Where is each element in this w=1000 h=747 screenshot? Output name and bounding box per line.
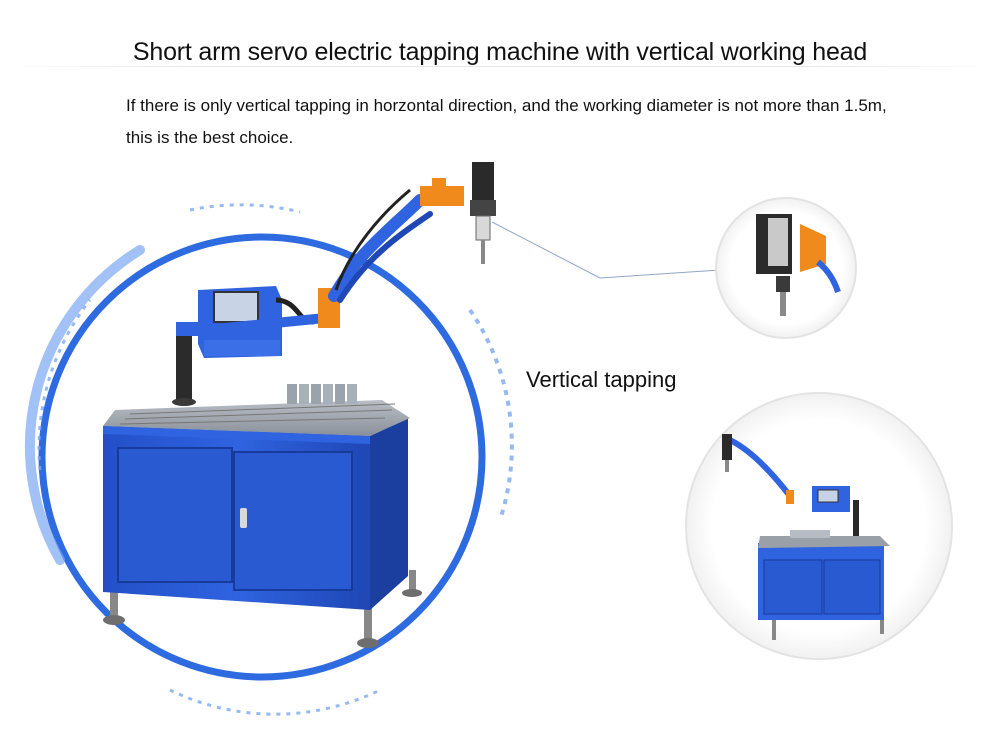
detail-circle-tapping-head: [715, 197, 857, 339]
page-title: Short arm servo electric tapping machine…: [132, 38, 868, 66]
tapping-head: [470, 162, 496, 264]
description-line-2: this is the best choice.: [126, 128, 294, 147]
description-line-1: If there is only vertical tapping in hor…: [126, 96, 887, 115]
description: If there is only vertical tapping in hor…: [126, 90, 946, 154]
main-machine: [103, 162, 496, 648]
callout-pointer-line-a: [491, 221, 601, 279]
title-divider: [0, 66, 1000, 67]
callout-pointer-line-b: [599, 269, 721, 279]
tapping-arm: [200, 178, 464, 335]
main-ring: [24, 203, 514, 716]
vertical-tapping-label: Vertical tapping: [526, 367, 677, 392]
overview-circle: [685, 392, 953, 660]
workpiece-blocks: [287, 384, 357, 404]
leveling-feet: [103, 570, 422, 648]
